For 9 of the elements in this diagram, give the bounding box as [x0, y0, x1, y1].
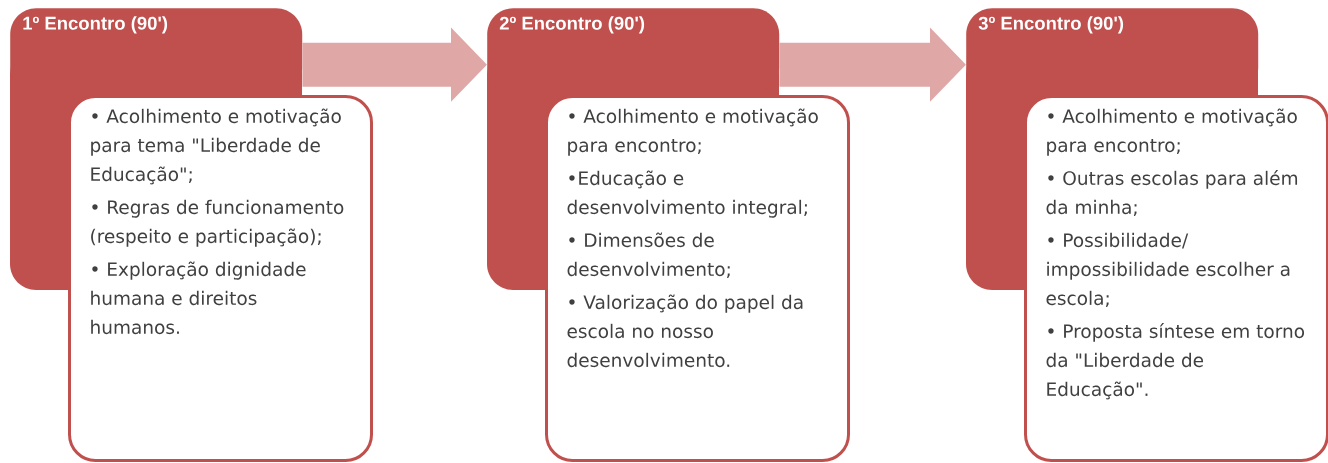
node-label: 2º Encontro (90') — [499, 16, 645, 34]
node-label: 3º Encontro (90') — [978, 16, 1124, 34]
session-header-box: 2º Encontro (90') — [487, 8, 780, 94]
activity-list-box: • Acolhimento e motivação para encontro; • Outras escolas para além da minha; • Possibilidade/ impossibilidade escolher a escola; • Proposta síntese em torno da "Liberdade de Educação". — [1024, 95, 1328, 462]
node-label: 1º Encontro (90') — [23, 16, 168, 34]
activity-list-box: • Acolhimento e motivação para tema "Liberdade de Educação"; • Regras de funcionamento (respeito e participação); • Exploração dignidade humana e direitos humanos. — [68, 95, 373, 462]
session-header-box: 1º Encontro (90') — [10, 8, 303, 94]
session-header-box: 3º Encontro (90') — [966, 8, 1259, 94]
activity-list-box: • Acolhimento e motivação para encontro; •Educação e desenvolvimento integral; • Dimensões de desenvolvimento; • Valorização do papel da escola no nosso desenvolvimento. — [545, 95, 850, 462]
